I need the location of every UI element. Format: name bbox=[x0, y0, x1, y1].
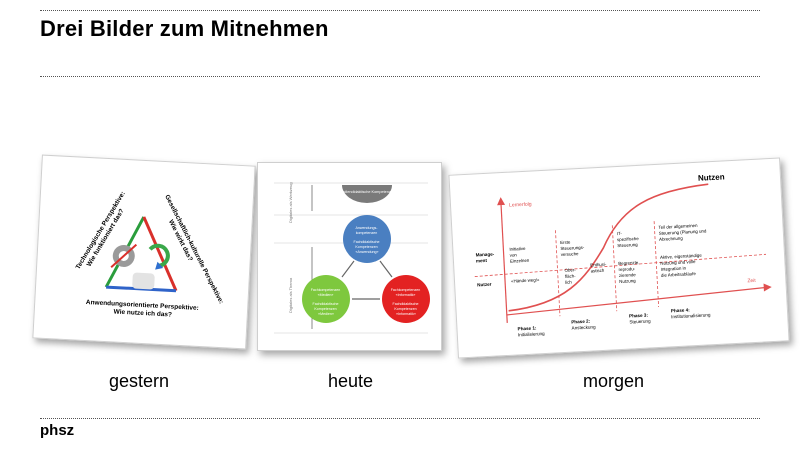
phase2-name: Ansteckung bbox=[571, 324, 596, 330]
svg-text:IT- spezifische St: IT- spezifische Steuerung bbox=[617, 230, 641, 248]
svg-text:Teil der allgemeinen Ste: Teil der allgemeinen Steuerung (Planung … bbox=[658, 222, 708, 242]
management-line1: Manage- bbox=[476, 252, 495, 258]
nutzen-label: Nutzen bbox=[698, 172, 725, 182]
svg-text:Fachkompetenzen «Informa: Fachkompetenzen «Informatik» Fachdidakti… bbox=[391, 288, 422, 316]
svg-text:Phase 1: Initialisierung: Phase 1: Initialisierung bbox=[517, 325, 545, 337]
perspective-bottom-line2: Wie nutze ich das? bbox=[113, 308, 172, 318]
col3b-line1: Begrenzte, bbox=[618, 260, 639, 266]
circle-informatik bbox=[382, 275, 430, 323]
svg-text:Enthusi- astisch: Enthusi- astisch bbox=[590, 262, 608, 274]
circle-anwendung bbox=[343, 215, 391, 263]
col3-line3: Steuerung bbox=[617, 242, 638, 248]
anwendung-line3: Fachdidaktische bbox=[354, 240, 380, 244]
col1-line1: Initiative bbox=[509, 246, 526, 252]
svg-text:Initiative von Ein: Initiative von Einzelnen bbox=[509, 246, 530, 264]
competence-model-diagram: Digitales als Werkzeug Digitales als The… bbox=[274, 182, 430, 334]
col3-line1: IT- bbox=[617, 231, 623, 236]
perspective-right-line1: Gesellschaftlich-kulturelle Perspektive: bbox=[163, 194, 224, 305]
image-gestern: Technologische Perspektive: Wie funktion… bbox=[32, 154, 256, 350]
col2-line2: Steuerungs- bbox=[560, 245, 585, 251]
caption-morgen: morgen bbox=[583, 371, 645, 391]
image-morgen: Lernerfolg Zeit Nutzen Manage- ment Nutz… bbox=[448, 157, 790, 359]
s-curve bbox=[508, 183, 709, 312]
col2b-line1: Ober- bbox=[564, 267, 576, 273]
col3b-line4: Nutzung bbox=[619, 278, 636, 284]
phase1-title: Phase 1: bbox=[517, 325, 537, 331]
nutzer-label: Nutzer bbox=[477, 282, 492, 288]
anwendung-line2: kompetenzen bbox=[356, 231, 378, 235]
adoption-curve-diagram: Lernerfolg Zeit Nutzen Manage- ment Nutz… bbox=[474, 172, 772, 337]
footer-rule bbox=[40, 418, 760, 419]
col4b-line2: Nutzung und volle bbox=[660, 259, 696, 266]
col3b-line3: zierende bbox=[619, 272, 637, 278]
caption-heute: heute bbox=[328, 371, 374, 391]
svg-text:Ober- fläch- lich: Ober- fläch- lich bbox=[564, 267, 577, 285]
phase4-name: Institutionalisierung bbox=[671, 312, 711, 319]
col2b-line2: fläch- bbox=[565, 273, 577, 279]
medien-line5: «Medien» bbox=[318, 312, 334, 316]
col4-line1: Teil der allgemeinen bbox=[658, 223, 698, 230]
informatik-line5: «Informatik» bbox=[396, 312, 416, 316]
phase1-name: Initialisierung bbox=[518, 331, 545, 337]
informatik-line3: Fachdidaktische bbox=[393, 302, 419, 306]
image-heute: Digitales als Werkzeug Digitales als The… bbox=[257, 162, 442, 351]
perspective-triangle-diagram: Technologische Perspektive: Wie funktion… bbox=[75, 190, 225, 320]
col2b-line3: lich bbox=[565, 279, 572, 284]
medien-line4: Kompetenzen bbox=[314, 307, 336, 311]
col2c-line1: Enthusi- bbox=[590, 262, 607, 268]
svg-text:Anwendungsorientierte Perspekt: Anwendungsorientierte Perspektive: Wie n… bbox=[85, 299, 201, 320]
lernerfolg-label: Lernerfolg bbox=[509, 201, 532, 208]
mediendidaktik-label: Mediendidaktische Kompetenzen bbox=[339, 190, 395, 194]
axis-label-werkzeug: Digitales als Werkzeug bbox=[288, 182, 293, 223]
svg-text:Begrenzte, reprodu-: Begrenzte, reprodu- zierende Nutzung bbox=[618, 260, 642, 284]
col4-line3: Abrechnung bbox=[659, 236, 683, 242]
medien-line1: Fachkompetenzen bbox=[311, 288, 341, 292]
zeit-label: Zeit bbox=[747, 278, 756, 284]
informatik-line1: Fachkompetenzen bbox=[391, 288, 421, 292]
svg-text:Aktive, eigenständige Nu: Aktive, eigenständige Nutzung und volle … bbox=[660, 253, 704, 278]
svg-text:Anwendungs- kompetenzen: Anwendungs- kompetenzen Fachdidaktische … bbox=[354, 226, 381, 254]
col4-line2: Steuerung (Planung und bbox=[659, 228, 707, 236]
informatik-line4: Kompetenzen bbox=[394, 307, 416, 311]
phase2-title: Phase 2: bbox=[571, 319, 591, 325]
mediendidaktik-shape bbox=[342, 185, 392, 203]
col4b-line1: Aktive, eigenständige bbox=[660, 253, 703, 260]
col4b-line3: Integration in bbox=[661, 265, 687, 271]
col2-line3: versuche bbox=[561, 251, 580, 257]
svg-text:Erste Steuerungs-: Erste Steuerungs- versuche bbox=[560, 239, 586, 257]
phase3-title: Phase 3: bbox=[629, 313, 649, 319]
col2-line1: Erste bbox=[560, 239, 571, 245]
informatik-line2: «Informatik» bbox=[396, 293, 416, 297]
svg-text:Manage- ment: Manage- ment bbox=[476, 251, 496, 263]
col1-line2: von bbox=[510, 252, 518, 257]
col3-line2: spezifische bbox=[617, 236, 640, 242]
col1-nutzer: «Hände weg!» bbox=[511, 277, 540, 284]
management-line2: ment bbox=[476, 258, 488, 264]
axis-label-thema: Digitales als Thema bbox=[288, 277, 293, 313]
col1-line3: Einzelnen bbox=[510, 258, 530, 264]
footer-logo-text: phsz bbox=[40, 422, 75, 439]
anwendung-line5: «Anwendung» bbox=[356, 250, 379, 254]
svg-text:Fachkompetenzen «Medien»: Fachkompetenzen «Medien» Fachdidaktische… bbox=[311, 288, 342, 316]
medien-line2: «Medien» bbox=[318, 293, 334, 297]
top-rule bbox=[40, 10, 760, 11]
anwendung-line4: Kompetenzen bbox=[355, 245, 377, 249]
cycle-arrows-icon bbox=[148, 243, 170, 268]
phase3-name: Steuerung bbox=[629, 318, 651, 324]
col2c-line2: astisch bbox=[591, 268, 605, 274]
title-rule bbox=[40, 76, 760, 77]
phase4-title: Phase 4: bbox=[671, 307, 691, 313]
medien-line3: Fachdidaktische bbox=[313, 302, 339, 306]
page-title: Drei Bilder zum Mitnehmen bbox=[40, 16, 329, 41]
svg-text:Phase 2: Ansteckung: Phase 2: Ansteckung bbox=[571, 318, 596, 330]
col4b-line4: die Arbeitsabläufe bbox=[661, 271, 697, 278]
col3b-line2: reprodu- bbox=[618, 266, 635, 272]
caption-gestern: gestern bbox=[109, 371, 170, 391]
hand-icon bbox=[132, 272, 155, 290]
svg-text:Phase 4: Institutionalis: Phase 4: Institutionalisierung bbox=[671, 306, 711, 319]
circle-medien bbox=[302, 275, 350, 323]
svg-text:Phase 3: Steuerung: Phase 3: Steuerung bbox=[629, 312, 651, 324]
anwendung-line1: Anwendungs- bbox=[356, 226, 379, 230]
